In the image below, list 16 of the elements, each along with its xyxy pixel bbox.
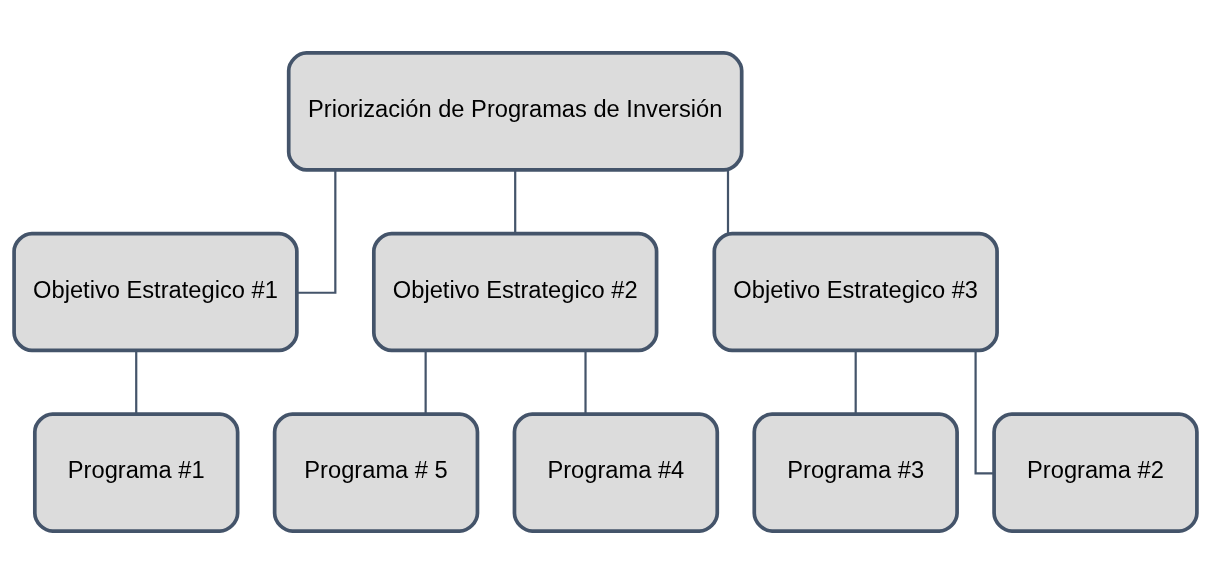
node-box: Programa #3	[752, 412, 959, 533]
node-box: Priorización de Programas de Inversión	[286, 51, 744, 172]
connector	[726, 170, 730, 234]
connector	[854, 350, 857, 414]
connector	[135, 350, 138, 414]
node-box: Programa # 5	[272, 412, 480, 533]
node-box: Programa #2	[992, 412, 1199, 533]
connector	[424, 350, 427, 414]
node-box: Objetivo Estrategico #3	[712, 231, 999, 353]
connector	[584, 350, 587, 414]
node-box: Objetivo Estrategico #1	[12, 231, 299, 353]
node-box: Programa #4	[512, 412, 720, 533]
node-box: Programa #1	[32, 412, 240, 533]
connector	[297, 170, 337, 294]
connector	[514, 170, 517, 234]
node-box: Objetivo Estrategico #2	[371, 231, 659, 353]
